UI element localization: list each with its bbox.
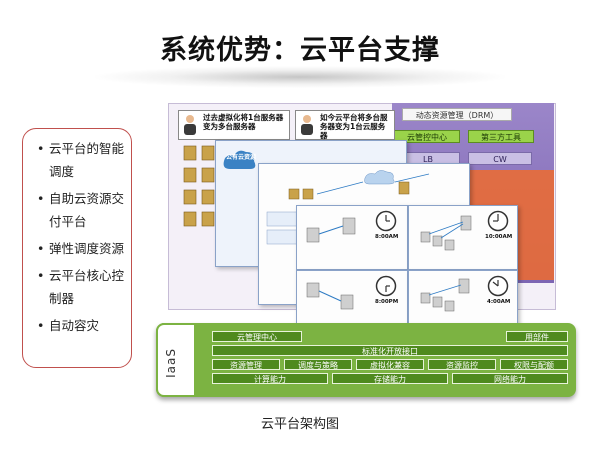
clock-icon: [375, 210, 397, 232]
time-label: 8:00AM: [375, 234, 399, 240]
time-panel-2: 10:00AM: [408, 205, 518, 270]
page-title: 系统优势：云平台支撑: [160, 35, 440, 66]
iaas-bar: 网络能力: [452, 373, 568, 384]
time-label: 10:00AM: [485, 234, 513, 240]
iaas-bar: 调度与策略: [284, 359, 352, 370]
iaas-bar: 计算能力: [212, 373, 328, 384]
bullet-item: 弹性调度资源: [37, 237, 125, 260]
diagram-caption: 云平台架构图: [260, 417, 339, 432]
virtualization-label-box: 过去虚拟化将1台服务器变为多台服务器: [178, 110, 290, 140]
clock-icon: [375, 275, 397, 297]
iaas-bar: 资源管理: [212, 359, 280, 370]
server-cluster-icon: [420, 215, 472, 251]
cloud-label-box: 如今云平台将多台服务器变为1台云服务器: [295, 110, 395, 140]
iaas-bar: 虚拟化兼容: [356, 359, 424, 370]
server-stack-icon: [183, 145, 215, 227]
iaas-bar: 存储能力: [332, 373, 448, 384]
time-label: 8:00PM: [375, 299, 399, 305]
server-cluster-icon: [306, 282, 354, 310]
clock-icon: [487, 275, 509, 297]
person-icon: [301, 115, 313, 135]
title-shadow: [95, 66, 505, 88]
cw-chip: CW: [468, 152, 532, 165]
bullet-item: 自助云资源交付平台: [37, 187, 125, 233]
iaas-bar: 资源监控: [428, 359, 496, 370]
iaas-side: [156, 323, 196, 397]
time-label: 4:00AM: [487, 299, 511, 305]
iaas-bar: 用部件: [506, 331, 568, 342]
workflow-graphic: [266, 170, 430, 245]
bullet-box: 云平台的智能调度 自助云资源交付平台 弹性调度资源 云平台核心控制器 自动容灾: [22, 128, 132, 368]
virtualization-label: 过去虚拟化将1台服务器变为多台服务器: [203, 113, 284, 131]
iaas-bar: 云管理中心: [212, 331, 302, 342]
drm-label: 动态资源管理（DRM）: [402, 108, 512, 121]
public-cloud-label: 公有云资源: [226, 154, 257, 161]
clock-icon: [487, 210, 509, 232]
third-party-chip: 第三方工具: [468, 130, 534, 143]
server-cluster-icon: [306, 217, 356, 243]
server-cluster-icon: [420, 278, 470, 312]
iaas-bar: 标准化开放接口: [212, 345, 568, 356]
bullet-list: 云平台的智能调度 自助云资源交付平台 弹性调度资源 云平台核心控制器 自动容灾: [37, 137, 125, 337]
bullet-item: 云平台的智能调度: [37, 137, 125, 183]
cloud-label: 如今云平台将多台服务器变为1台云服务器: [320, 113, 388, 140]
time-panel-1: 8:00AM: [296, 205, 408, 270]
iaas-label: IaaS: [164, 348, 178, 378]
bullet-item: 自动容灾: [37, 314, 125, 337]
person-icon: [184, 115, 196, 135]
iaas-bar: 权限与配额: [500, 359, 568, 370]
bullet-item: 云平台核心控制器: [37, 264, 125, 310]
cloud-icon: [223, 150, 256, 169]
